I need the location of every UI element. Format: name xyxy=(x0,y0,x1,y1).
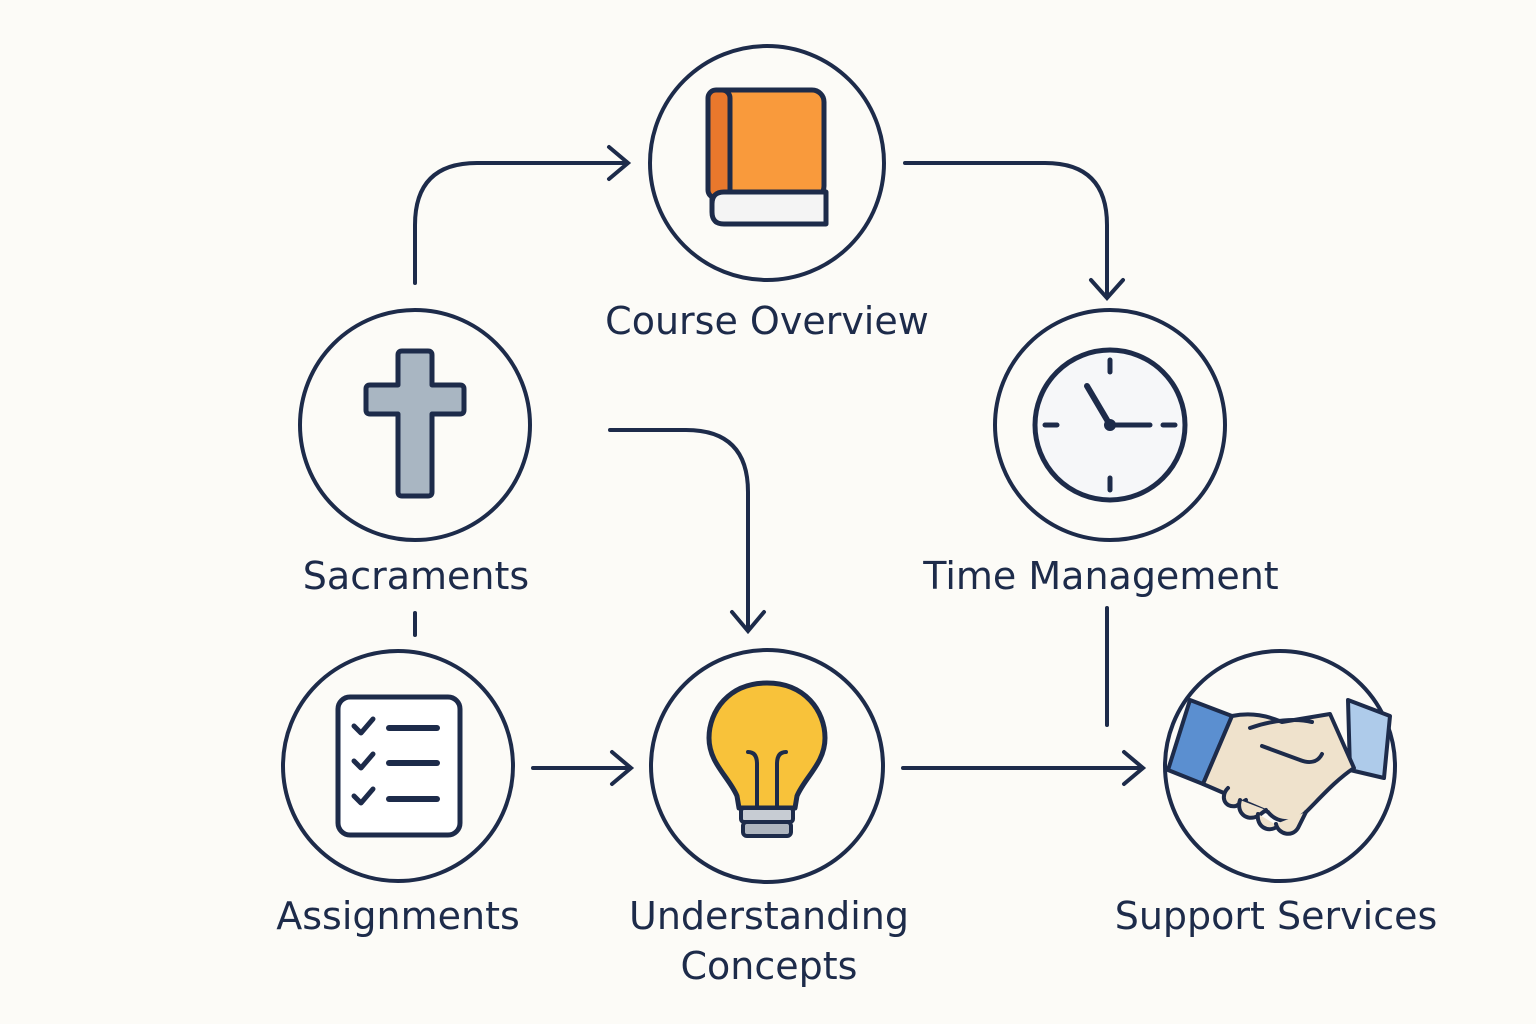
arrowhead-support-left xyxy=(1122,750,1147,786)
time-management-label: Time Management xyxy=(923,554,1279,598)
time-management-node xyxy=(993,308,1227,542)
sacraments-label: Sacraments xyxy=(302,554,530,598)
course-overview-label: Course Overview xyxy=(605,299,929,343)
checklist-icon xyxy=(335,694,463,838)
edge-course-overview-to-time-management xyxy=(903,161,1109,295)
support-services-label: Support Services xyxy=(1114,894,1438,938)
arrowhead-course-overview xyxy=(607,145,632,181)
assignments-label: Assignments xyxy=(276,894,520,938)
handshake-icon xyxy=(1166,698,1392,836)
understanding-concepts-node xyxy=(649,648,885,884)
arrowhead-time-management xyxy=(1089,278,1125,302)
edge-sacraments-to-understanding xyxy=(608,428,750,629)
cross-icon xyxy=(363,348,467,499)
arrowhead-understanding-left xyxy=(610,750,635,786)
course-overview-node xyxy=(648,44,886,282)
understanding-concepts-label-line1: Understanding xyxy=(629,894,909,938)
clock-icon xyxy=(1032,347,1188,503)
book-icon xyxy=(705,87,829,227)
support-services-node xyxy=(1163,649,1397,883)
understanding-concepts-label-line2: Concepts xyxy=(680,944,858,988)
assignments-node xyxy=(281,649,515,883)
arrowhead-understanding-top xyxy=(730,610,766,635)
edge-sacraments-to-course-overview xyxy=(413,161,627,285)
lightbulb-icon xyxy=(706,680,828,838)
understanding-concepts-label: Understanding Concepts xyxy=(629,891,909,991)
sacraments-node xyxy=(298,308,532,542)
